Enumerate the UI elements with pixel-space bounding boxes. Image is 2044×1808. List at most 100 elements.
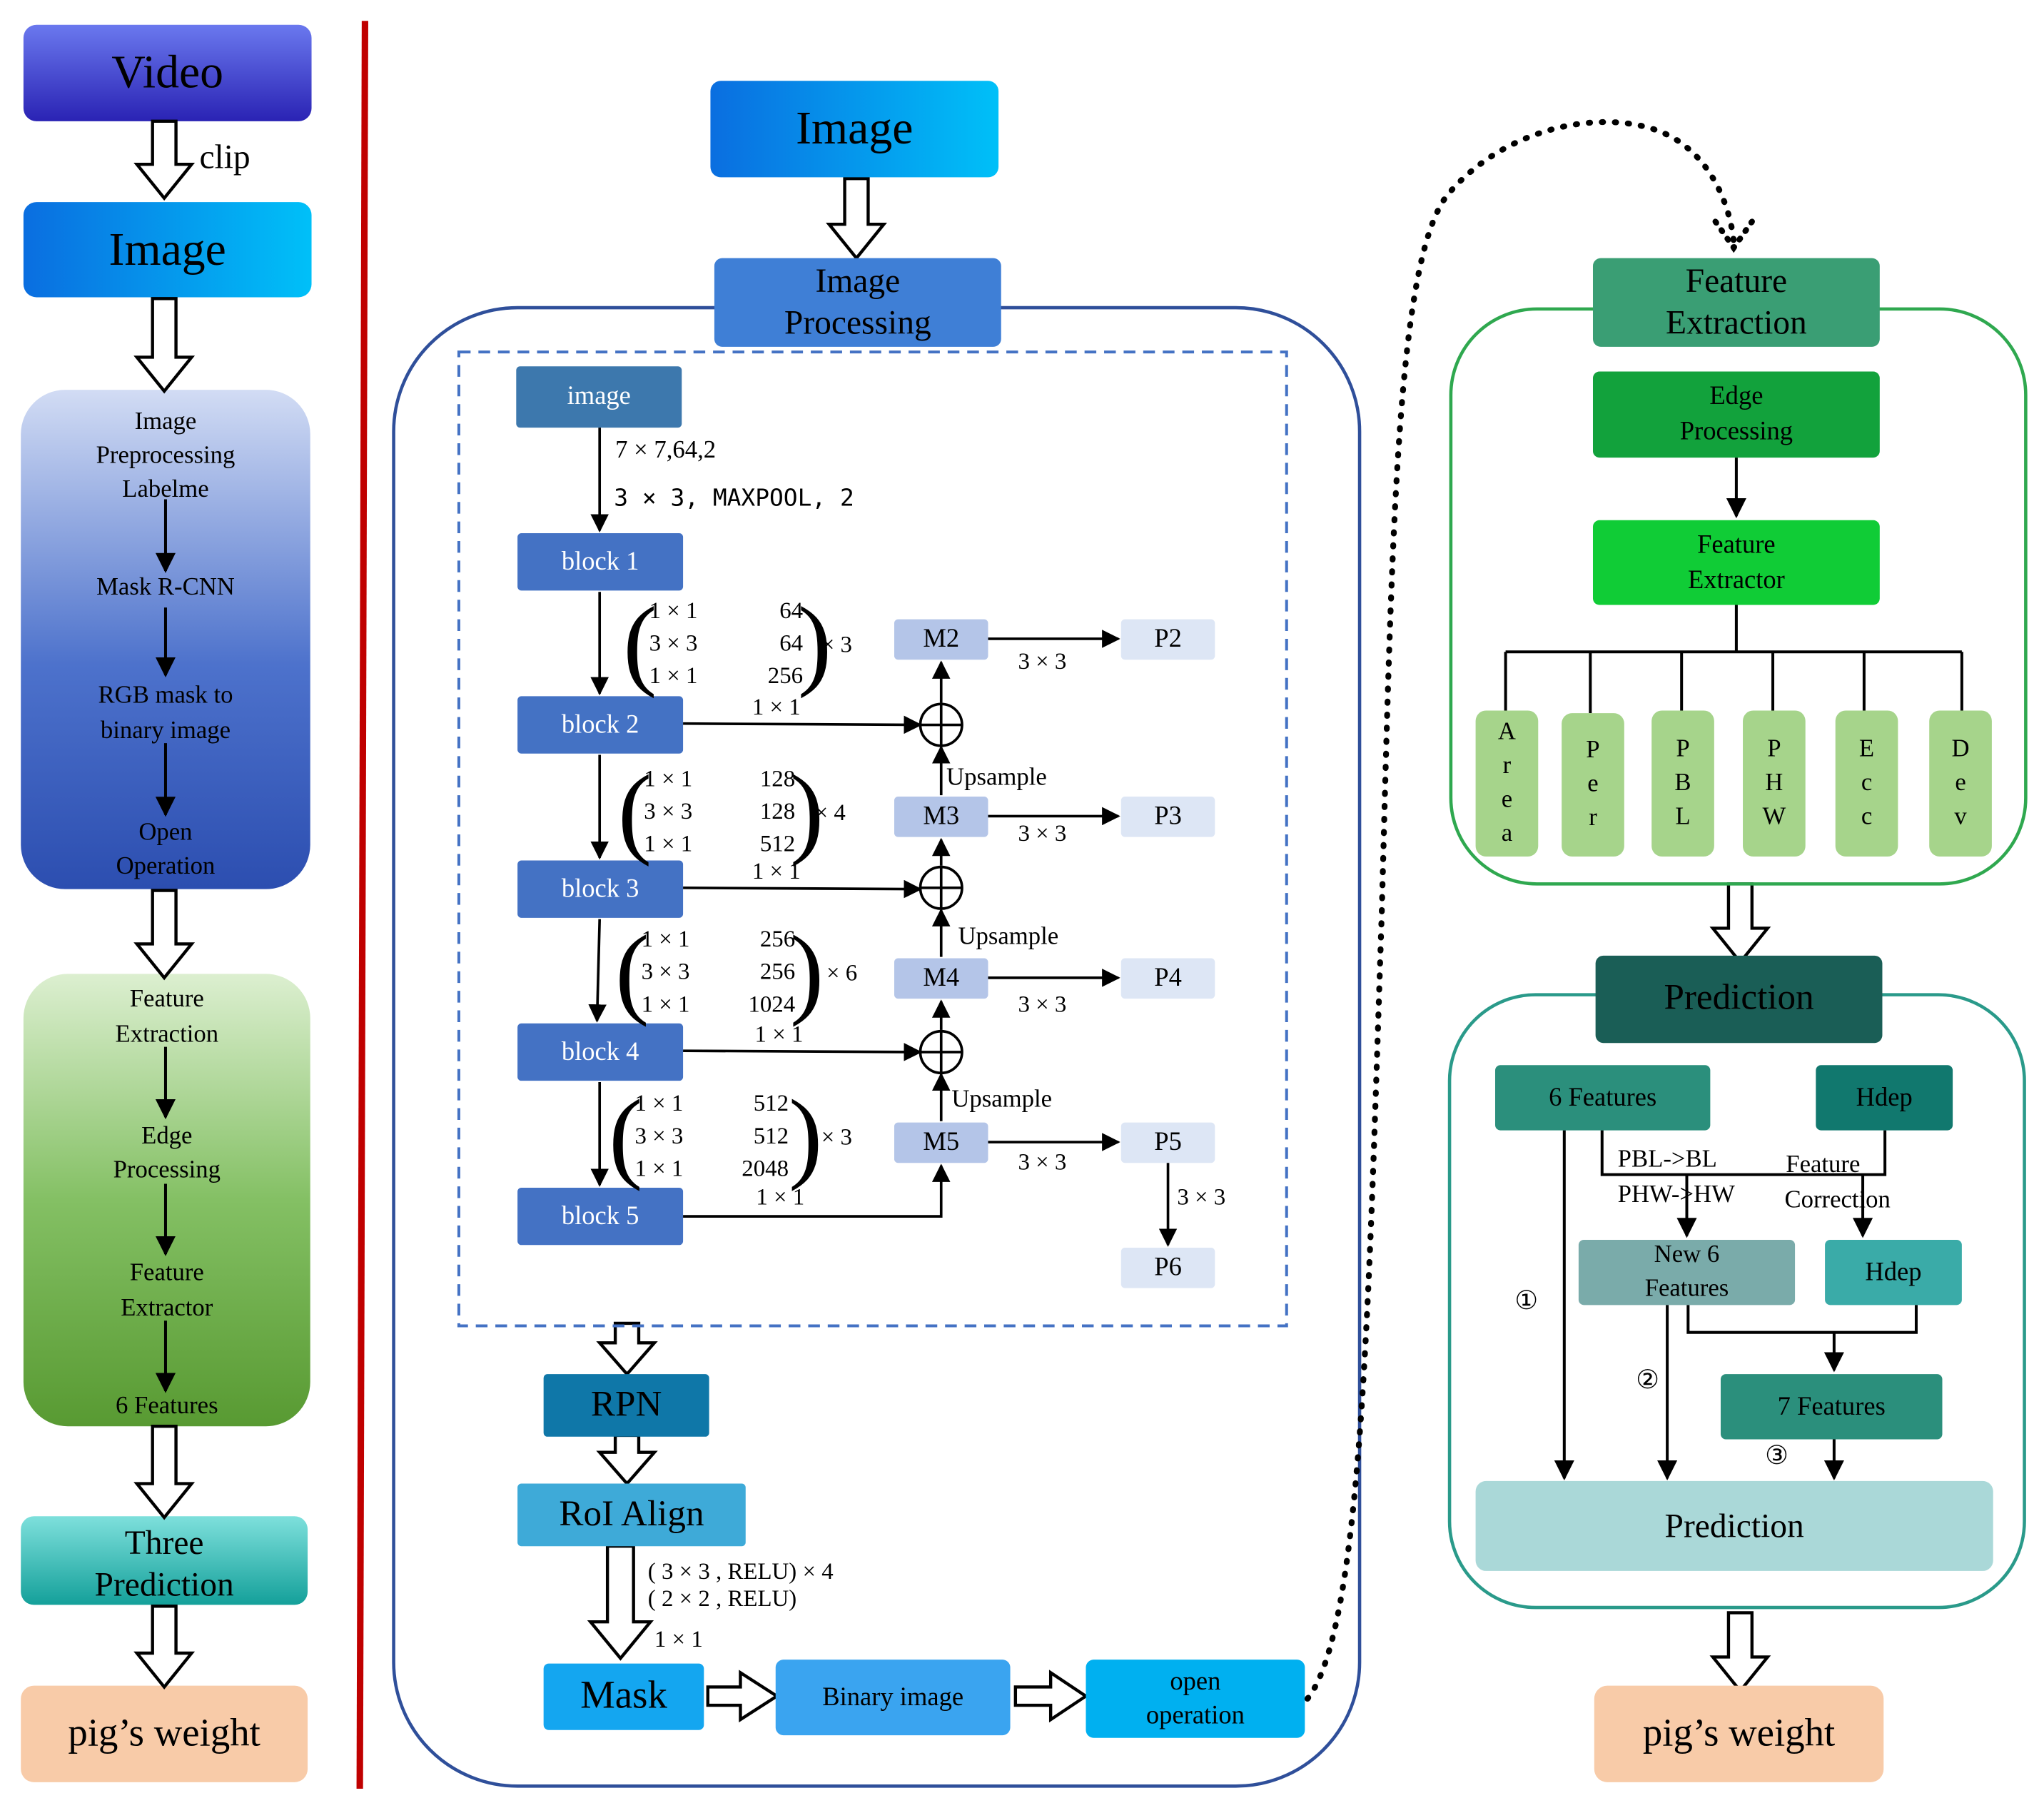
left-weight-label: pig’s weight [68,1711,260,1755]
matrix-cell: 3 × 3 [644,797,693,824]
matrix-bracket: ( [608,1078,643,1192]
p5-box: P5 [1121,1123,1215,1163]
three-prediction-bg [21,1516,308,1605]
image-processing-box: Image Processing [714,258,1001,347]
m-label: M5 [923,1127,960,1157]
binary-image-box: Binary image [776,1660,1011,1735]
feature-letter: c [1861,769,1873,797]
p-label: P3 [1154,802,1182,831]
prediction-box: Prediction [1476,1481,1993,1571]
stage1-line: RGB mask to [98,682,233,709]
p-label: P2 [1154,624,1182,654]
video-label: Video [111,46,224,99]
matrix-times: × 3 [821,1123,852,1150]
stage1-line: Open [138,819,193,847]
prediction-header-box: Prediction [1596,956,1883,1043]
video-bg [23,24,312,121]
path-marker-3: ③ [1765,1442,1788,1471]
extractor-line: Extractor [1687,565,1785,594]
matrix-bracket: ( [615,914,649,1028]
matrix-cell: 3 × 3 [634,1122,684,1149]
left-weight-box: pig’s weight [21,1686,308,1782]
backbone-dashed-frame [457,350,1288,1328]
new-six-features-box: New 6 Features [1579,1240,1795,1305]
image-processing-line: Image [815,262,901,301]
feature-letter: v [1954,803,1967,831]
matrix-cell: 3 × 3 [641,958,690,985]
conv1-label: 7 × 7,64,2 [615,436,717,465]
edge-processing-box: Edge Processing [1593,372,1880,458]
block-label: block 4 [561,1036,639,1066]
p3-box: P3 [1121,797,1215,837]
lateral-label: 1 × 1 [752,857,801,884]
block-1: block 1 [517,533,683,590]
feature-letter: r [1502,752,1512,779]
path-marker-1: ① [1514,1286,1539,1315]
lateral-label: 1 × 1 [756,1183,805,1210]
mid-image-box: Image [710,81,998,177]
input-image-label: image [567,382,631,411]
roi-align-label: RoI Align [559,1493,704,1535]
feature-letter: a [1501,820,1513,848]
left-feature-extraction-text: Feature Extraction [116,981,219,1052]
feature-letter: c [1861,803,1873,831]
seven-features-box: 7 Features [1721,1374,1943,1439]
stage2-line: Feature [129,985,204,1014]
open-operation-line: operation [1145,1701,1245,1730]
matrix-times: × 6 [826,959,858,986]
block-label: block 2 [561,709,639,739]
video-box: Video [24,25,312,121]
six-features-label: 6 Features [1549,1082,1657,1112]
stage2-line: Processing [113,1156,221,1184]
lateral-label: 1 × 1 [752,693,801,720]
pbl-label: PBL->BL [1617,1146,1717,1173]
phw-label: PHW->HW [1617,1181,1735,1209]
matrix-cell: 1 × 1 [634,1155,684,1181]
matrix-bracket: ) [789,914,824,1028]
matrix-bracket: ( [617,753,652,867]
feature-letter: e [1587,770,1599,798]
feature-correction-line: Feature [1786,1151,1861,1179]
open-operation-line: open [1170,1667,1221,1697]
p-label: P4 [1154,963,1182,992]
conv33-label: 3 × 3 [1018,991,1067,1017]
rgb-mask-text: RGB mask to binary image [98,678,233,749]
three-prediction-text: Three Prediction [95,1522,234,1606]
left-edge-text: Edge Processing [113,1120,221,1188]
left-extractor-text: Feature Extractor [121,1256,213,1326]
hdep2-box: Hdep [1825,1240,1962,1305]
feature-correction-line: Correction [1784,1186,1891,1214]
feature-letter: H [1765,769,1784,797]
matrix-bracket: ) [789,753,824,867]
extractor-line: Feature [1697,530,1776,559]
stage1-line: Labelme [122,475,209,504]
stage2-line: Extractor [121,1294,213,1323]
stage2-line: Feature [129,1259,204,1287]
matrix-cell: 1024 [748,991,796,1017]
three-prediction-line: Three [124,1524,204,1562]
conv33-label: 3 × 3 [1177,1183,1226,1210]
maskrcnn-text: Mask R-CNN [96,573,235,602]
clip-label: clip [199,138,251,176]
maxpool-label: 3 × 3, MAXPOOL, 2 [614,485,854,512]
stage2-line: Extraction [115,1021,219,1049]
dotted-connector [1304,118,1737,1702]
matrix-cell: 3 × 3 [649,630,698,656]
rpn-box: RPN [544,1374,709,1437]
matrix-cell: 64 [779,597,804,624]
matrix-cell: 1 × 1 [634,1089,684,1116]
block-label: block 3 [561,874,639,903]
m5-box: M5 [894,1123,988,1163]
six-features-box: 6 Features [1495,1065,1710,1130]
matrix-cell: 128 [759,797,796,824]
path-marker-2: ② [1636,1366,1660,1395]
stage1-line: Image [134,408,197,436]
stage1-line: Preprocessing [96,442,236,470]
